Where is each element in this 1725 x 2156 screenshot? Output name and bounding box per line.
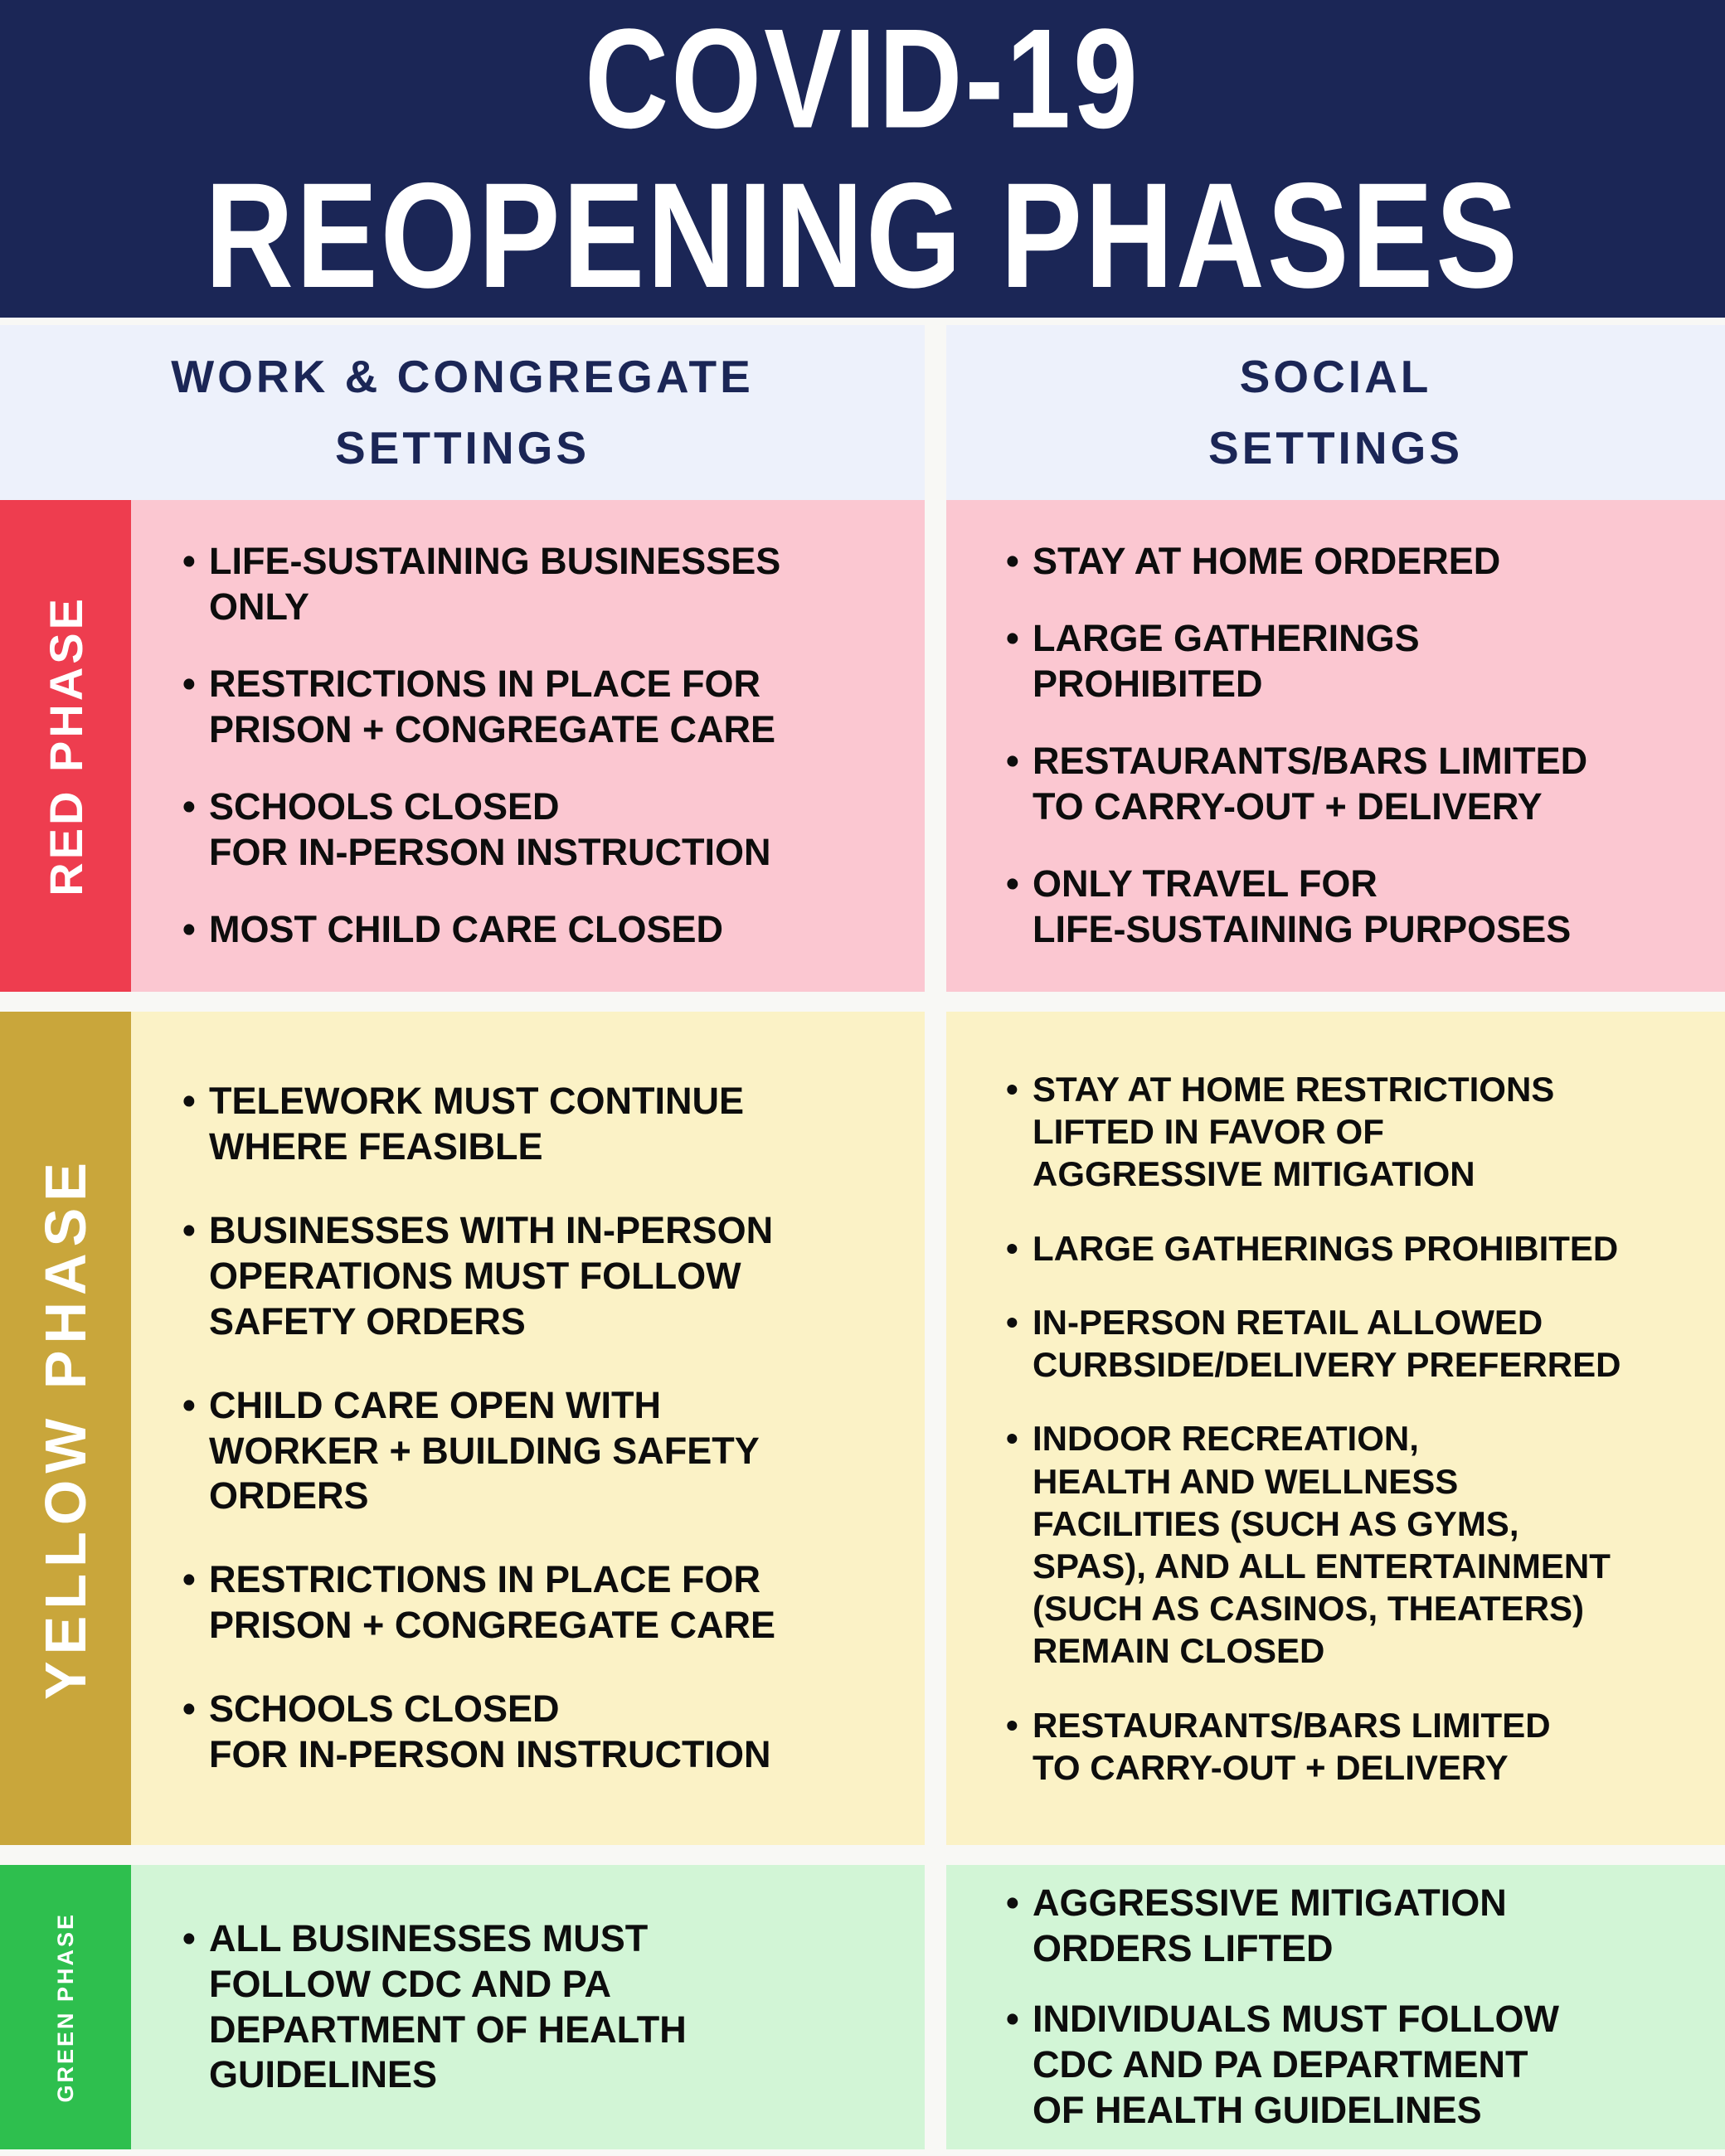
red-work-list: LIFE-SUSTAINING BUSINESSES ONLY RESTRICT… bbox=[182, 539, 892, 952]
green-work-list: ALL BUSINESSES MUST FOLLOW CDC AND PA DE… bbox=[182, 1916, 892, 2099]
yellow-work-list: TELEWORK MUST CONTINUE WHERE FEASIBLE BU… bbox=[182, 1079, 892, 1778]
bullet-item: RESTRICTIONS IN PLACE FOR PRISON + CONGR… bbox=[182, 662, 892, 753]
green-phase-work-cell: ALL BUSINESSES MUST FOLLOW CDC AND PA DE… bbox=[131, 1865, 925, 2149]
column-divider bbox=[925, 1012, 946, 1845]
bullet-item: RESTAURANTS/BARS LIMITED TO CARRY-OUT + … bbox=[1006, 739, 1700, 830]
column-headers: WORK & CONGREGATE SETTINGS SOCIAL SETTIN… bbox=[0, 325, 1725, 500]
red-phase-social-cell: STAY AT HOME ORDERED LARGE GATHERINGS PR… bbox=[946, 500, 1725, 992]
red-phase-sidebar: RED PHASE bbox=[0, 500, 131, 992]
yellow-social-list: STAY AT HOME RESTRICTIONS LIFTED IN FAVO… bbox=[1006, 1068, 1700, 1789]
bullet-item: SCHOOLS CLOSED FOR IN-PERSON INSTRUCTION bbox=[182, 784, 892, 876]
green-phase-label: GREEN PHASE bbox=[52, 1911, 78, 2103]
red-phase-work-cell: LIFE-SUSTAINING BUSINESSES ONLY RESTRICT… bbox=[131, 500, 925, 992]
red-social-list: STAY AT HOME ORDERED LARGE GATHERINGS PR… bbox=[1006, 539, 1700, 952]
bullet-item: AGGRESSIVE MITIGATION ORDERS LIFTED bbox=[1006, 1881, 1700, 1972]
column-divider bbox=[925, 325, 946, 500]
column-header-work-congregate: WORK & CONGREGATE SETTINGS bbox=[0, 325, 925, 500]
social-header-line2: SETTINGS bbox=[1208, 421, 1464, 473]
bullet-item: CHILD CARE OPEN WITH WORKER + BUILDING S… bbox=[182, 1383, 892, 1520]
work-header-line1: WORK & CONGREGATE bbox=[171, 351, 754, 403]
poster-title-line1: COVID-19 bbox=[585, 0, 1140, 158]
column-header-social: SOCIAL SETTINGS bbox=[946, 325, 1725, 500]
green-social-list: AGGRESSIVE MITIGATION ORDERS LIFTED INDI… bbox=[1006, 1881, 1700, 2133]
bullet-item: SCHOOLS CLOSED FOR IN-PERSON INSTRUCTION bbox=[182, 1687, 892, 1778]
bullet-item: INDIVIDUALS MUST FOLLOW CDC AND PA DEPAR… bbox=[1006, 1997, 1700, 2134]
red-phase-row: RED PHASE LIFE-SUSTAINING BUSINESSES ONL… bbox=[0, 500, 1725, 992]
column-divider bbox=[925, 1865, 946, 2149]
bullet-item: INDOOR RECREATION, HEALTH AND WELLNESS F… bbox=[1006, 1417, 1700, 1672]
column-divider bbox=[925, 500, 946, 992]
red-phase-label: RED PHASE bbox=[39, 595, 92, 896]
bullet-item: RESTRICTIONS IN PLACE FOR PRISON + CONGR… bbox=[182, 1557, 892, 1649]
poster-title-line2: REOPENING PHASES bbox=[205, 152, 1520, 319]
green-phase-social-cell: AGGRESSIVE MITIGATION ORDERS LIFTED INDI… bbox=[946, 1865, 1725, 2149]
title-banner: COVID-19 REOPENING PHASES bbox=[0, 0, 1725, 318]
work-header-line2: SETTINGS bbox=[334, 421, 590, 473]
bullet-item: LARGE GATHERINGS PROHIBITED bbox=[1006, 616, 1700, 707]
yellow-phase-social-cell: STAY AT HOME RESTRICTIONS LIFTED IN FAVO… bbox=[946, 1012, 1725, 1845]
bullet-item: LARGE GATHERINGS PROHIBITED bbox=[1006, 1227, 1700, 1270]
bullet-item: ONLY TRAVEL FOR LIFE-SUSTAINING PURPOSES bbox=[1006, 862, 1700, 953]
bullet-item: IN-PERSON RETAIL ALLOWED CURBSIDE/DELIVE… bbox=[1006, 1301, 1700, 1386]
bullet-item: STAY AT HOME RESTRICTIONS LIFTED IN FAVO… bbox=[1006, 1068, 1700, 1196]
bullet-item: RESTAURANTS/BARS LIMITED TO CARRY-OUT + … bbox=[1006, 1704, 1700, 1789]
yellow-phase-sidebar: YELLOW PHASE bbox=[0, 1012, 131, 1845]
bullet-item: STAY AT HOME ORDERED bbox=[1006, 539, 1700, 585]
social-header-line1: SOCIAL bbox=[1239, 351, 1432, 403]
yellow-phase-work-cell: TELEWORK MUST CONTINUE WHERE FEASIBLE BU… bbox=[131, 1012, 925, 1845]
bullet-item: MOST CHILD CARE CLOSED bbox=[182, 907, 892, 953]
yellow-phase-label: YELLOW PHASE bbox=[33, 1156, 98, 1701]
bullet-item: TELEWORK MUST CONTINUE WHERE FEASIBLE bbox=[182, 1079, 892, 1170]
green-phase-sidebar: GREEN PHASE bbox=[0, 1865, 131, 2149]
bullet-item: ALL BUSINESSES MUST FOLLOW CDC AND PA DE… bbox=[182, 1916, 892, 2099]
green-phase-row: GREEN PHASE ALL BUSINESSES MUST FOLLOW C… bbox=[0, 1865, 1725, 2149]
yellow-phase-row: YELLOW PHASE TELEWORK MUST CONTINUE WHER… bbox=[0, 1012, 1725, 1845]
bullet-item: BUSINESSES WITH IN-PERSON OPERATIONS MUS… bbox=[182, 1208, 892, 1345]
bullet-item: LIFE-SUSTAINING BUSINESSES ONLY bbox=[182, 539, 892, 630]
